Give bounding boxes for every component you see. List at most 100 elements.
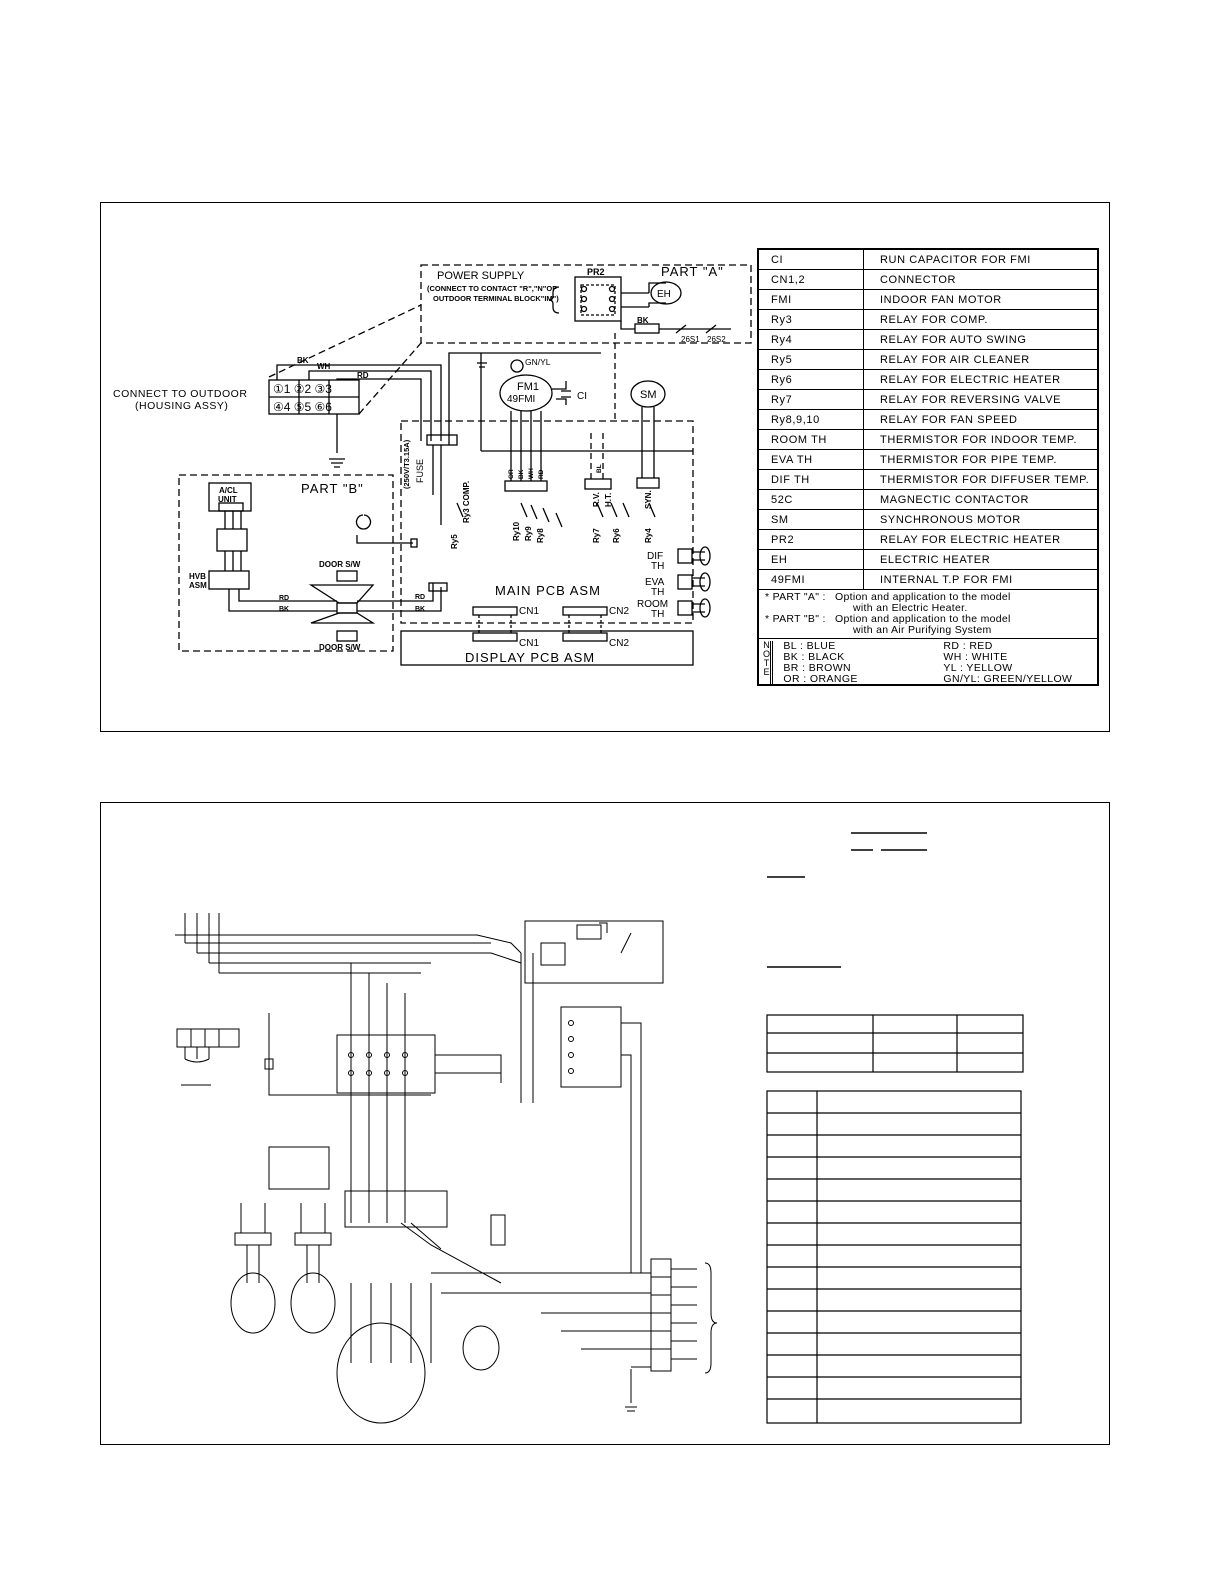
terminal-bottom-label: ④4 ⑤5 ⑥6 <box>273 400 332 414</box>
power-note-2: OUTDOOR TERMINAL BLOCK"IM") <box>433 294 559 303</box>
door-sw-label-1: DOOR S/W <box>319 560 361 569</box>
blank-table-large <box>766 1090 1022 1424</box>
aux-motor <box>462 1325 500 1371</box>
ry6-label: Ry6 <box>612 528 621 543</box>
part-b-box <box>178 474 394 652</box>
legend-description: MAGNECTIC CONTACTOR <box>863 489 1097 510</box>
pr2-label: PR2 <box>587 267 605 277</box>
legend-code: Ry7 <box>759 389 864 410</box>
color-key-item: YL : YELLOW <box>943 662 1013 674</box>
ry3-comp-label: Ry3 COMP. <box>462 481 471 523</box>
legend-description: RELAY FOR REVERSING VALVE <box>863 389 1097 410</box>
dif-th-label-2: TH <box>651 561 664 572</box>
ry4-label: Ry4 <box>644 528 653 543</box>
color-key-item: WH : WHITE <box>943 651 1008 663</box>
bk-switch-label: BK <box>637 316 649 325</box>
legend-code: Ry4 <box>759 329 864 350</box>
legend-description: RUN CAPACITOR FOR FMI <box>863 250 1097 270</box>
part-b-rd-label: RD <box>279 595 289 602</box>
26s2-label: 26S2 <box>707 335 726 344</box>
notes-section: * PART "A" : Option and application to t… <box>759 590 1097 639</box>
legend-code: Ry8,9,10 <box>759 409 864 430</box>
legend-description: CONNECTOR <box>863 269 1097 290</box>
wiring-diagram-top: POWER SUPPLY (CONNECT TO CONTACT "R","N"… <box>113 264 752 666</box>
note-part-b-label: * PART "B" : <box>765 613 826 625</box>
legend-code: EVA TH <box>759 449 864 470</box>
eh-label: EH <box>657 289 671 300</box>
housing-assy-label: (HOUSING ASSY) <box>135 400 228 412</box>
fuse-label: FUSE <box>415 459 425 483</box>
legend-code: FMI <box>759 289 864 310</box>
main-motor <box>336 1322 426 1424</box>
legend-code: SM <box>759 509 864 530</box>
terminal-top-label: ①1 ②2 ③3 <box>273 382 332 396</box>
legend-description: RELAY FOR AUTO SWING <box>863 329 1097 350</box>
pcb-bk-label: BK <box>415 606 425 613</box>
legend-description: THERMISTOR FOR PIPE TEMP. <box>863 449 1097 470</box>
terminal-block <box>176 1028 240 1048</box>
legend-code: ROOM TH <box>759 429 864 450</box>
connector-stack <box>650 1258 672 1372</box>
color-key-item: RD : RED <box>943 640 993 652</box>
top-right-module <box>524 920 664 984</box>
part-a-label: PART "A" <box>661 264 724 279</box>
legend-description: RELAY FOR AIR CLEANER <box>863 349 1097 370</box>
note-part-a-line2: with an Electric Heater. <box>853 602 968 614</box>
hvb-asm-label-1: HVB <box>189 572 206 581</box>
ry10-label: Ry10 <box>512 521 521 541</box>
wire-bl-label: BL <box>596 464 603 473</box>
wiring-diagram-bottom <box>175 832 1024 1424</box>
fm1-label: FM1 <box>517 381 539 393</box>
legend-description: THERMISTOR FOR DIFFUSER TEMP. <box>863 469 1097 490</box>
26s1-label: 26S1 <box>681 335 700 344</box>
rv-label: R.V. <box>592 492 601 507</box>
eva-th-label-1: EVA <box>645 577 665 588</box>
legend-description: RELAY FOR COMP. <box>863 309 1097 330</box>
ry9-label: Ry9 <box>524 526 533 541</box>
synchronous-motor <box>630 380 666 408</box>
syn-label: SYN. <box>644 490 653 509</box>
display-pcb-label: DISPLAY PCB ASM <box>465 650 595 665</box>
power-supply-label: POWER SUPPLY <box>437 270 525 282</box>
room-th-label-2: TH <box>651 609 664 620</box>
legend-code: DIF TH <box>759 469 864 490</box>
relay-board <box>336 1034 436 1094</box>
legend-code: CN1,2 <box>759 269 864 290</box>
legend-description: ELECTRIC HEATER <box>863 549 1097 570</box>
legend-code: 52C <box>759 489 864 510</box>
legend-description: INTERNAL T.P FOR FMI <box>863 569 1097 590</box>
color-key-item: BK : BLACK <box>783 651 845 663</box>
cn2-label-display: CN2 <box>609 638 629 649</box>
electric-heater <box>650 281 682 305</box>
wiring-diagram-panel-blank <box>100 802 1110 1445</box>
ry8-label: Ry8 <box>536 528 545 543</box>
part-b-label: PART "B" <box>301 481 364 496</box>
wire-bk-label: BK <box>297 356 309 365</box>
cn1-label-main: CN1 <box>519 606 539 617</box>
color-key-item: OR : ORANGE <box>783 673 858 685</box>
gn-yl-label: GN/YL <box>525 357 551 367</box>
legend-description: INDOOR FAN MOTOR <box>863 289 1097 310</box>
legend-code: CI <box>759 250 864 270</box>
pcb-rd-label: RD <box>415 594 425 601</box>
part-a-box <box>420 264 752 344</box>
legend-code: PR2 <box>759 529 864 550</box>
main-pcb-box <box>400 420 694 624</box>
eva-th-label-2: TH <box>651 587 664 598</box>
fm1-tp-label: 49FMI <box>507 394 535 405</box>
legend-code: 49FMI <box>759 569 864 590</box>
fuse-rating-label: (250V/T3.15A) <box>402 439 411 489</box>
wiring-diagram-panel: POWER SUPPLY (CONNECT TO CONTACT "R","N"… <box>100 202 1110 732</box>
